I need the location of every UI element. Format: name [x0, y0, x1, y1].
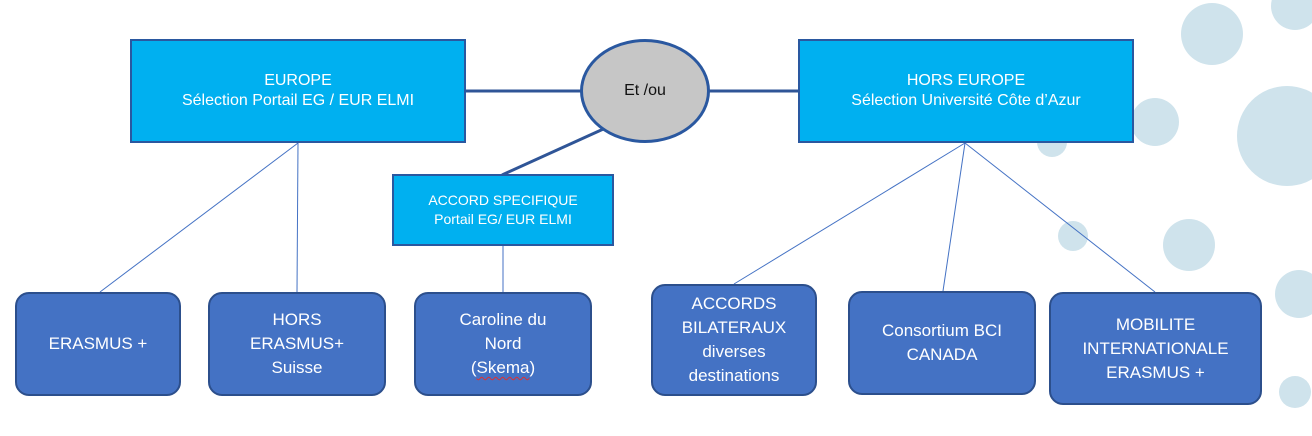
decor-circle	[1181, 3, 1243, 65]
consortium-line1: Consortium BCI	[882, 321, 1002, 340]
mobilite-line1: MOBILITE	[1115, 314, 1196, 334]
mobilite-line3: ERASMUS +	[1106, 362, 1205, 382]
hors-erasmus-line3: Suisse	[271, 358, 323, 377]
consortium-box: Consortium BCI CANADA	[848, 291, 1036, 395]
erasmus-label: ERASMUS +	[48, 334, 148, 353]
decor-circle	[1271, 0, 1312, 30]
decor-circle	[1275, 270, 1312, 318]
decor-circle	[1279, 376, 1311, 408]
decor-circle	[1163, 219, 1215, 271]
europe-title: EUROPE	[264, 72, 332, 89]
accords-line2: BILATERAUX	[681, 318, 787, 337]
caroline-line3: (Skema)	[470, 358, 536, 377]
europe-subtitle: Sélection Portail EG / EUR ELMI	[181, 92, 415, 109]
hors-erasmus-line2: ERASMUS+	[250, 334, 344, 353]
accords-bilateraux-box: ACCORDS BILATERAUX diverses destinations	[651, 284, 817, 396]
hors-erasmus-box: HORS ERASMUS+ Suisse	[208, 292, 386, 396]
decor-circle	[1237, 86, 1312, 186]
erasmus-box: ERASMUS +	[15, 292, 181, 396]
skema-word: Skema	[476, 358, 530, 377]
europe-box: EUROPE Sélection Portail EG / EUR ELMI	[130, 39, 466, 143]
accord-subtitle: Portail EG/ EUR ELMI	[434, 211, 572, 227]
accords-line4: destinations	[688, 366, 780, 385]
decor-circle	[1131, 98, 1179, 146]
caroline-box: Caroline du Nord (Skema)	[414, 292, 592, 396]
hors-europe-box: HORS EUROPE Sélection Université Côte d’…	[798, 39, 1134, 143]
accords-line3: diverses	[702, 342, 766, 361]
accord-specifique-box: ACCORD SPECIFIQUE Portail EG/ EUR ELMI	[392, 174, 614, 246]
mobilite-box: MOBILITE INTERNATIONALE ERASMUS +	[1049, 292, 1262, 405]
caroline-line2: Nord	[484, 334, 522, 353]
decor-circle	[1058, 221, 1088, 251]
et-ou-label: Et /ou	[624, 82, 666, 99]
hors-europe-subtitle: Sélection Université Côte d’Azur	[851, 92, 1081, 109]
mobilite-line2: INTERNATIONALE	[1082, 338, 1229, 358]
hors-erasmus-line1: HORS	[272, 310, 322, 329]
accord-title: ACCORD SPECIFIQUE	[428, 192, 578, 208]
consortium-line2: CANADA	[906, 345, 978, 364]
et-ou-ellipse: Et /ou	[580, 39, 710, 143]
accords-line1: ACCORDS	[691, 294, 777, 313]
caroline-line1: Caroline du	[459, 310, 547, 329]
hors-europe-title: HORS EUROPE	[906, 72, 1026, 89]
